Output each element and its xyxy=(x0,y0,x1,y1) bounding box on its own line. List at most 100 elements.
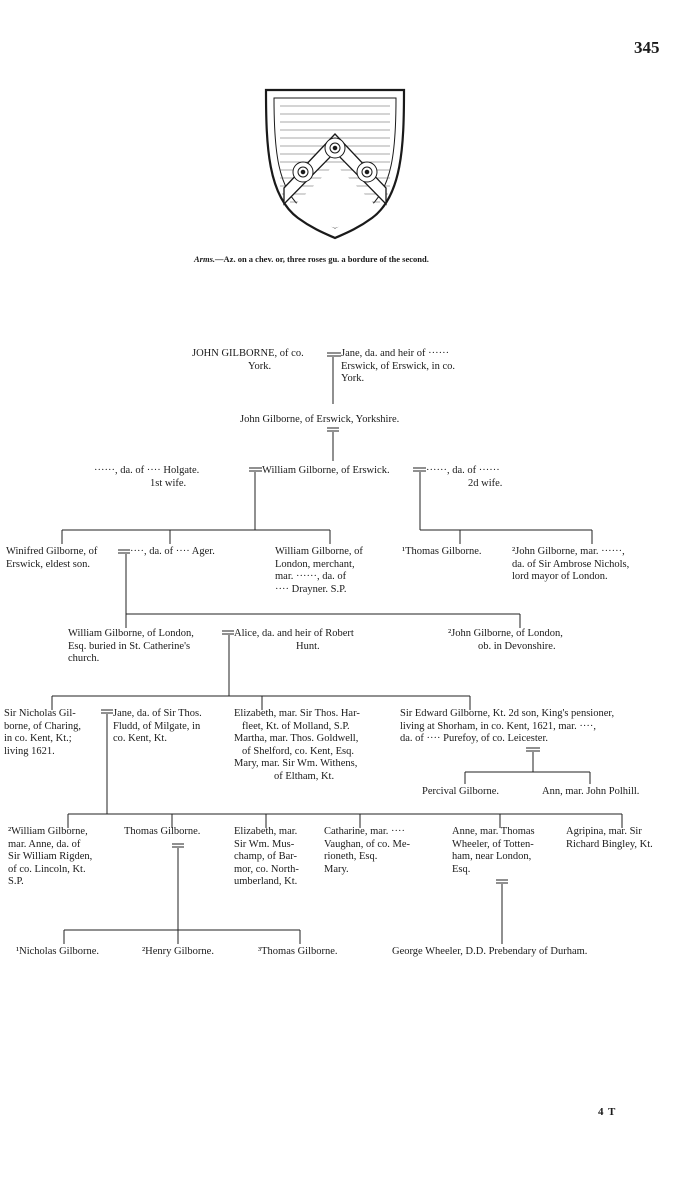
entry-line: ²John Gilborne, of London, xyxy=(448,628,563,639)
entry-line: 1st wife. xyxy=(150,477,187,489)
john-gilborne-jr: John Gilborne, of Erswick, Yorkshire. xyxy=(240,414,399,427)
john-gilborne-2: ²John Gilborne, mar. ······, da. of Sir … xyxy=(512,546,629,584)
entry-line: church. xyxy=(68,653,100,664)
entry-line: JOHN GILBORNE, of co. xyxy=(192,348,304,359)
thomas-gilborne-3: ³Thomas Gilborne. xyxy=(258,946,338,959)
entry-line: William Gilborne, of Erswick. xyxy=(262,465,390,476)
entry-line: Ann, mar. John Polhill. xyxy=(542,786,640,797)
entry-line: of Eltham, Kt. xyxy=(274,770,335,782)
entry-line: ¹Thomas Gilborne. xyxy=(402,546,482,557)
entry-line: Richard Bingley, Kt. xyxy=(566,838,653,850)
alice-hunt: Alice, da. and heir of Robert Hunt. xyxy=(234,628,354,653)
sir-edward-gilborne: Sir Edward Gilborne, Kt. 2d son, King's … xyxy=(400,708,614,746)
second-wife: ······, da. of ······ 2d wife. xyxy=(426,465,502,490)
entry-line: umberland, Kt. xyxy=(234,876,298,887)
entry-line: Martha, mar. Thos. Goldwell, xyxy=(234,733,359,744)
entry-line: George Wheeler, D.D. Prebendary of Durha… xyxy=(392,946,588,957)
entry-line: ob. in Devonshire. xyxy=(478,640,556,652)
entry-line: lord mayor of London. xyxy=(512,571,608,582)
percival-gilborne: Percival Gilborne. xyxy=(422,786,499,799)
entry-line: ······, da. of ······ xyxy=(426,465,500,476)
elizabeth-muschamp: Elizabeth, mar. Sir Wm. Mus- champ, of B… xyxy=(234,826,299,889)
entry-line: Sir Wm. Mus- xyxy=(234,838,295,850)
nicholas-gilborne-1: ¹Nicholas Gilborne. xyxy=(16,946,99,959)
entry-line: ³Thomas Gilborne. xyxy=(258,946,338,957)
entry-line: Esq. xyxy=(452,863,471,875)
holgate-first-wife: ······, da. of ···· Holgate. 1st wife. xyxy=(94,465,199,490)
entry-line: William Gilborne, of London, xyxy=(68,628,194,639)
entry-line: Anne, mar. Thomas xyxy=(452,826,535,837)
entry-line: Jane, da. and heir of ······ xyxy=(341,348,450,359)
william-gilborne-rigden: ²William Gilborne, mar. Anne, da. of Sir… xyxy=(8,826,92,889)
entry-line: S.P. xyxy=(8,876,24,887)
entry-line: ¹Nicholas Gilborne. xyxy=(16,946,100,957)
william-gilborne-london: William Gilborne, of London, Esq. buried… xyxy=(68,628,194,666)
entry-line: Vaughan, of co. Me- xyxy=(324,838,411,850)
entry-line: mar. Anne, da. of xyxy=(8,838,81,850)
entry-line: William Gilborne, of xyxy=(275,546,363,557)
entry-line: Sir William Rigden, xyxy=(8,851,93,862)
entry-line: Percival Gilborne. xyxy=(422,786,499,797)
arms-prefix: Arms. xyxy=(194,254,216,264)
entry-line: Mary. xyxy=(324,863,349,875)
entry-line: John Gilborne, of Erswick, Yorkshire. xyxy=(240,414,400,425)
entry-line: Winifred Gilborne, of xyxy=(6,546,98,557)
entry-line: of co. Lincoln, Kt. xyxy=(8,863,86,875)
entry-line: mar. ······, da. of xyxy=(275,571,347,582)
entry-line: in co. Kent, Kt.; xyxy=(4,733,72,744)
entry-line: ······, da. of ···· Holgate. xyxy=(94,465,200,476)
entry-line: Esq. buried in St. Catherine's xyxy=(68,640,191,652)
entry-line: champ, of Bar- xyxy=(234,851,298,862)
entry-line: Hunt. xyxy=(296,640,320,652)
signature-mark: 4 T xyxy=(598,1106,617,1118)
entry-line: Catharine, mar. ···· xyxy=(324,826,406,837)
entry-line: da. of ···· Purefoy, of co. Leicester. xyxy=(400,733,549,744)
entry-line: Sir Nicholas Gil- xyxy=(4,708,76,719)
page-number: 345 xyxy=(634,38,660,57)
sir-nicholas-gilborne: Sir Nicholas Gil- borne, of Charing, in … xyxy=(4,708,81,758)
agripina-bingley: Agripina, mar. Sir Richard Bingley, Kt. xyxy=(566,826,653,851)
entry-line: ²Henry Gilborne. xyxy=(142,946,214,957)
william-gilborne-merchant: William Gilborne, of London, merchant, m… xyxy=(275,546,363,596)
entry-line: borne, of Charing, xyxy=(4,720,81,732)
entry-line: Elizabeth, mar. xyxy=(234,826,298,837)
entry-line: Erswick, of Erswick, in co. xyxy=(341,360,456,372)
entry-line: Erswick, eldest son. xyxy=(6,558,90,570)
entry-line: mor, co. North- xyxy=(234,863,299,875)
thomas-gilborne-1: ¹Thomas Gilborne. xyxy=(402,546,482,559)
anne-wheeler: Anne, mar. Thomas Wheeler, of Totten- ha… xyxy=(452,826,535,876)
entry-line: living at Shorham, in co. Kent, 1621, ma… xyxy=(400,720,596,732)
arms-blazon: Arms.—Az. on a chev. or, three roses gu.… xyxy=(194,254,429,264)
john-gilborne-sr: JOHN GILBORNE, of co. York. xyxy=(192,348,304,373)
entry-line: Mary, mar. Sir Wm. Withens, xyxy=(234,758,358,769)
arms-text: —Az. on a chev. or, three roses gu. a bo… xyxy=(215,254,429,264)
entry-line: Fludd, of Milgate, in xyxy=(113,720,201,732)
elizabeth-martha-mary: Elizabeth, mar. Sir Thos. Har- fleet, Kt… xyxy=(234,708,360,783)
entry-line: York. xyxy=(248,360,272,372)
john-gilborne-london: ²John Gilborne, of London, ob. in Devons… xyxy=(448,628,563,653)
entry-line: ²William Gilborne, xyxy=(8,826,88,837)
jane-fludd: Jane, da. of Sir Thos. Fludd, of Milgate… xyxy=(113,708,202,746)
entry-line: London, merchant, xyxy=(275,558,355,570)
entry-line: 2d wife. xyxy=(468,477,503,489)
george-wheeler: George Wheeler, D.D. Prebendary of Durha… xyxy=(392,946,587,959)
entry-line: ²John Gilborne, mar. ······, xyxy=(512,546,625,557)
william-gilborne-erswick: William Gilborne, of Erswick. xyxy=(262,465,390,478)
entry-line: rioneth, Esq. xyxy=(324,851,378,862)
entry-line: ham, near London, xyxy=(452,851,532,862)
henry-gilborne-2: ²Henry Gilborne. xyxy=(142,946,214,959)
entry-line: Alice, da. and heir of Robert xyxy=(234,628,354,639)
winifred-gilborne: Winifred Gilborne, of Erswick, eldest so… xyxy=(6,546,97,571)
entry-line: of Shelford, co. Kent, Esq. xyxy=(242,745,354,757)
entry-line: co. Kent, Kt. xyxy=(113,733,167,744)
entry-line: Jane, da. of Sir Thos. xyxy=(113,708,202,719)
entry-line: Wheeler, of Totten- xyxy=(452,838,534,850)
thomas-gilborne: Thomas Gilborne. xyxy=(124,826,200,839)
entry-line: Thomas Gilborne. xyxy=(124,826,201,837)
ann-polhill: Ann, mar. John Polhill. xyxy=(542,786,639,799)
entry-line: ···· Drayner. S.P. xyxy=(275,583,347,595)
entry-line: da. of Sir Ambrose Nichols, xyxy=(512,558,630,570)
catharine-vaughan: Catharine, mar. ···· Vaughan, of co. Me-… xyxy=(324,826,410,876)
